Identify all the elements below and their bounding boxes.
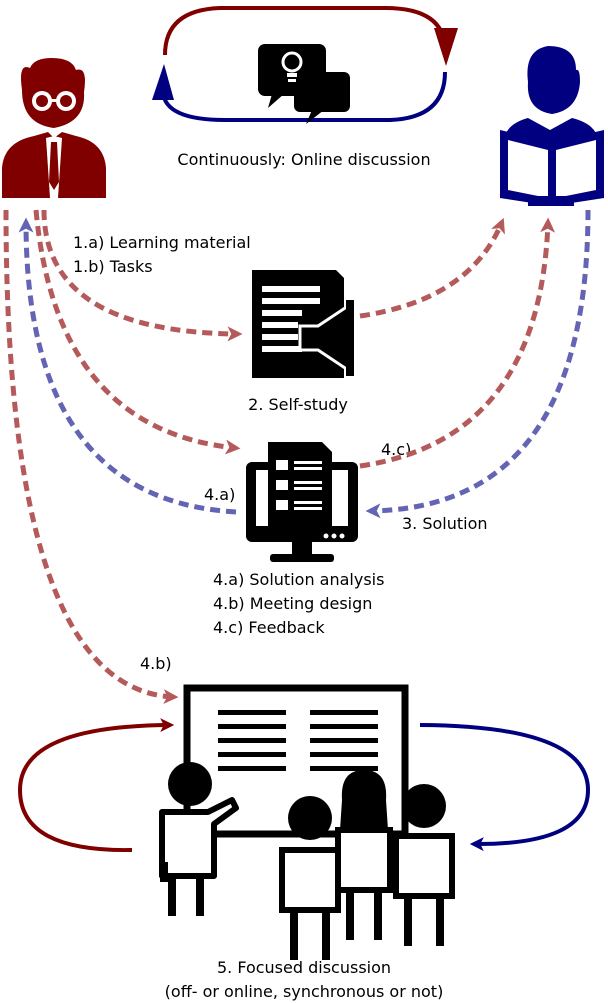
arrow-feedback xyxy=(359,217,556,469)
selfstudy-label: 2. Self-study xyxy=(248,395,348,414)
loop-arrow-student xyxy=(161,71,447,122)
arrow-solution xyxy=(365,209,591,519)
tasks-label: 1.b) Tasks xyxy=(73,257,153,276)
meeting-loop-student xyxy=(419,723,591,852)
loop-arrowhead-teacher xyxy=(434,28,458,66)
student-reading-icon xyxy=(500,46,604,206)
online-discussion-label: Continuously: Online discussion xyxy=(177,150,430,169)
material-label: 1.a) Learning material xyxy=(73,233,251,252)
meeting-tag: 4.b) xyxy=(140,654,172,673)
document-megaphone-icon xyxy=(252,270,354,378)
analysis-label: 4.a) Solution analysis xyxy=(213,570,384,589)
focused-discussion-label: 5. Focused discussion xyxy=(217,958,391,977)
loop-arrowhead-student xyxy=(152,64,174,100)
arrow-solution-analysis xyxy=(18,217,237,515)
loop-arrow-teacher xyxy=(163,6,447,56)
feedback-label: 4.c) Feedback xyxy=(213,618,325,637)
teacher-icon xyxy=(2,58,106,198)
arrow-tasks-to-computer xyxy=(33,209,241,455)
feedback-tag: 4.c) xyxy=(381,440,411,459)
online-discussion-loop: Continuously: Online discussion xyxy=(152,6,458,169)
arrow-material xyxy=(41,209,243,342)
computer-form-icon xyxy=(246,442,358,562)
design-label: 4.b) Meeting design xyxy=(213,594,372,613)
analysis-tag: 4.a) xyxy=(204,485,235,504)
meeting-loop-teacher xyxy=(17,718,175,853)
focused-discussion-sub-label: (off- or online, synchronous or not) xyxy=(165,982,444,1001)
classroom-whiteboard-icon xyxy=(159,684,455,960)
chat-lightbulb-icon xyxy=(258,44,350,124)
arrow-selfstudy-to-student xyxy=(359,217,505,319)
solution-label: 3. Solution xyxy=(402,514,488,533)
